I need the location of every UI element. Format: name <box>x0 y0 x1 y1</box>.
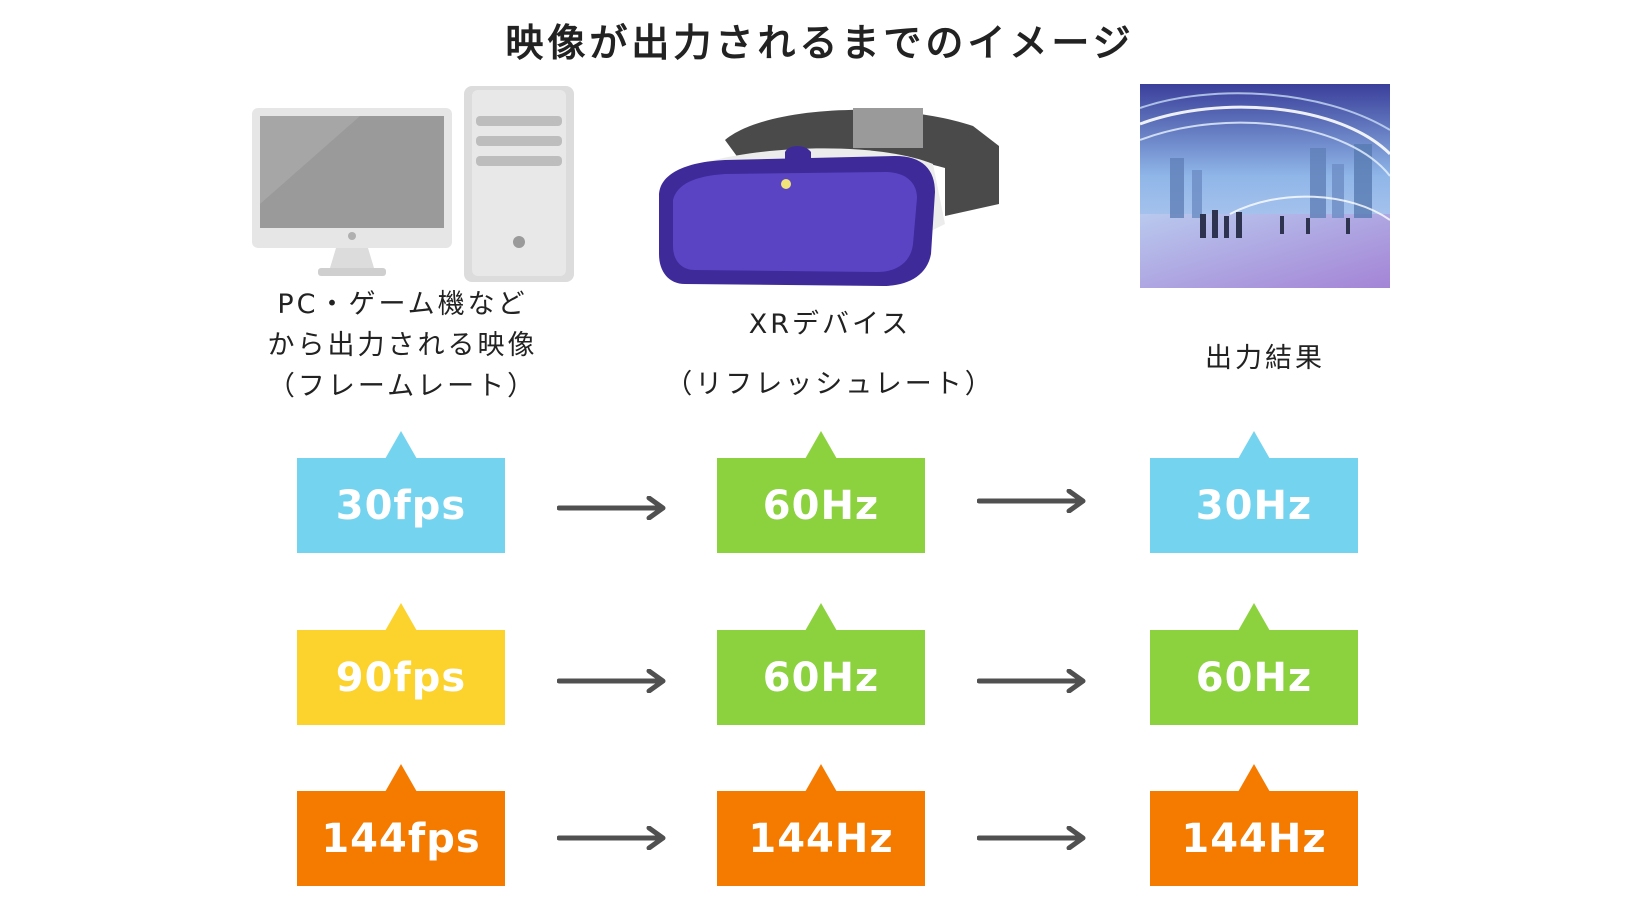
arrow-right-icon <box>557 496 666 520</box>
source-badge: 144fps <box>297 764 505 886</box>
arrow-right-icon <box>557 826 666 850</box>
source-badge: 90fps <box>297 603 505 725</box>
arrow-right-icon <box>977 669 1086 693</box>
result-label: 出力結果 <box>1205 343 1325 374</box>
result-badge: 60Hz <box>1150 603 1358 725</box>
arrow-right-icon <box>977 489 1086 513</box>
arrow-right-icon <box>977 826 1086 850</box>
device-label: XRデバイス （リフレッシュレート） <box>665 309 995 400</box>
output-scene-image <box>1140 84 1390 288</box>
page-title: 映像が出力されるまでのイメージ <box>505 21 1135 65</box>
result-badge: 144Hz <box>1150 764 1358 886</box>
source-label: PC・ゲーム機など から出力される映像 （フレームレート） <box>267 289 538 402</box>
device-badge: 144Hz <box>717 764 925 886</box>
device-badge: 60Hz <box>717 603 925 725</box>
source-badge: 30fps <box>297 431 505 553</box>
arrow-right-icon <box>557 669 666 693</box>
device-badge: 60Hz <box>717 431 925 553</box>
result-badge: 30Hz <box>1150 431 1358 553</box>
pc-icon <box>252 86 574 282</box>
vr-headset-icon <box>659 108 999 286</box>
